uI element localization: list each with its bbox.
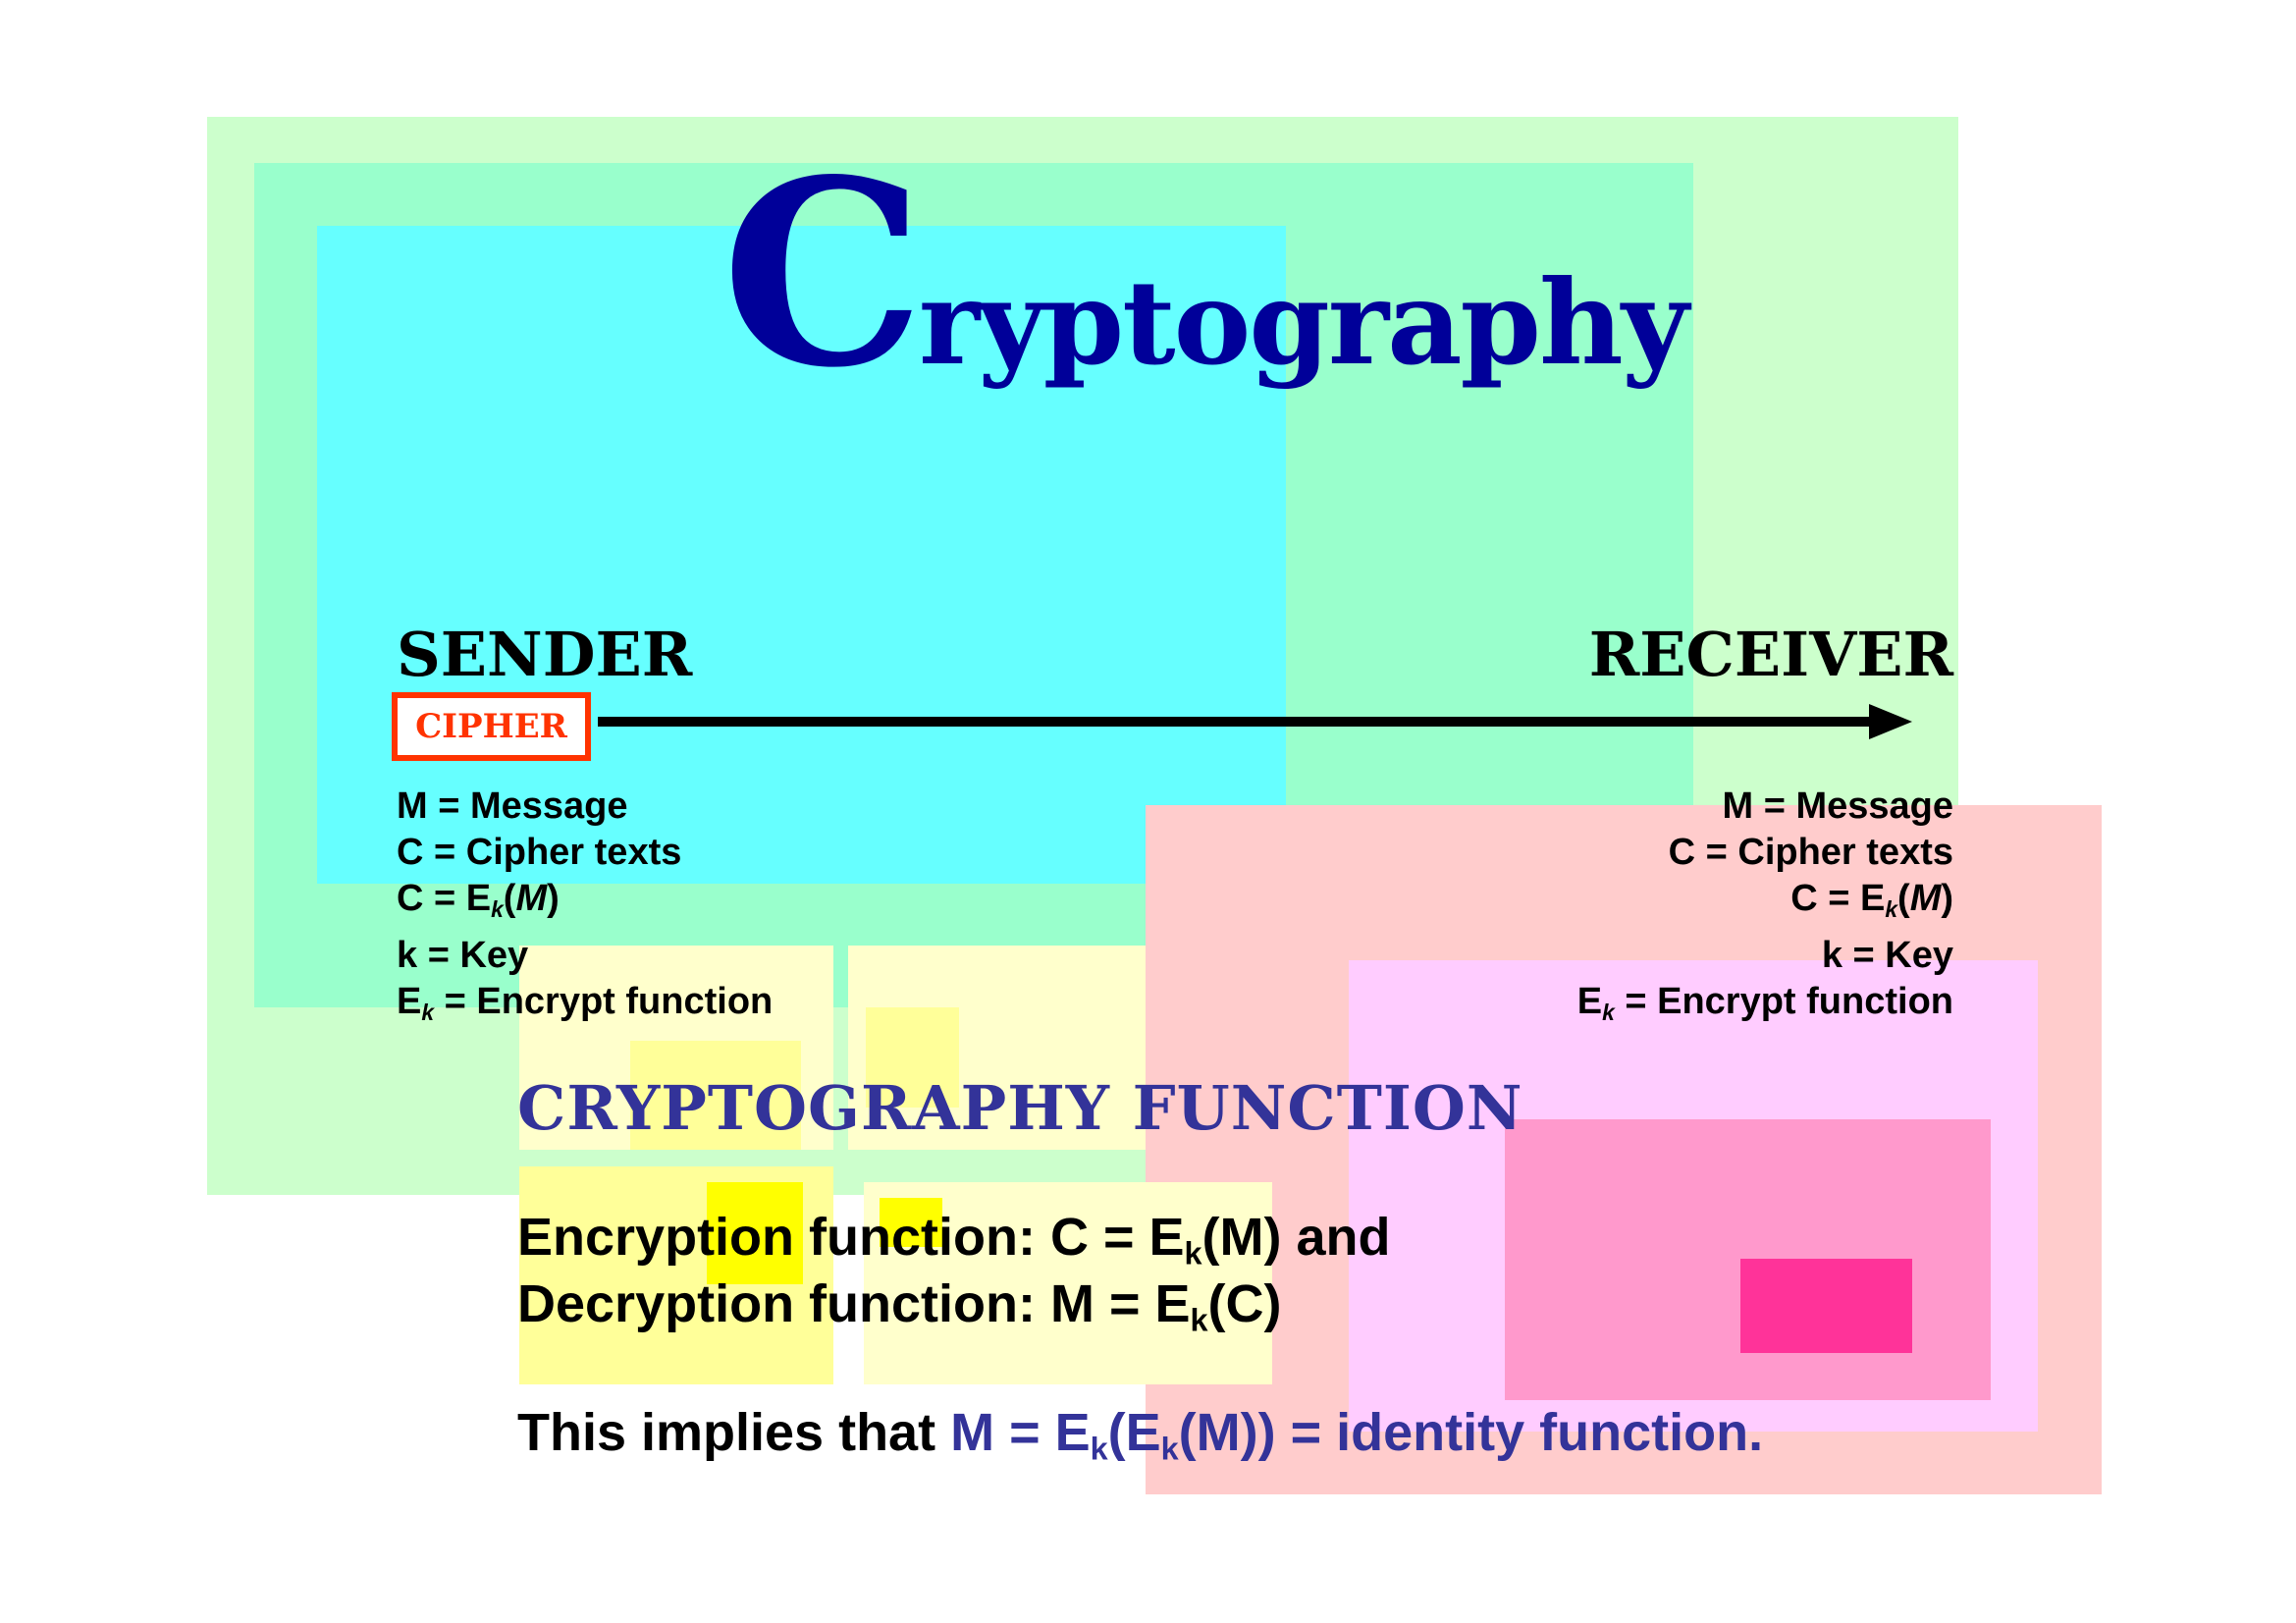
identity-statement: This implies that M = Ek(Ek(M)) = identi… [517,1406,1763,1465]
def-cipher-texts: C = Cipher texts [1668,832,1953,873]
cipher-box: CIPHER [392,692,591,761]
identity-lead: This implies that [517,1403,951,1462]
def-encrypt-function: Ek = Encrypt function [397,980,774,1025]
def-key: k = Key [397,934,529,976]
def-cipher-equation: C = Ek(M) [1790,878,1953,922]
section-title: CRYPTOGRAPHY FUNCTION [517,1072,1523,1144]
bg-cyan-panel [317,226,1286,884]
receiver-label: RECEIVER [1588,619,1953,690]
page-title: Cryptography [721,147,1688,403]
arrow-right-icon [1869,704,1912,739]
decryption-function-line: Decryption function: M = Ek(C) [517,1274,1282,1338]
sender-label: SENDER [397,619,693,690]
encryption-function-line: Encryption function: C = Ek(M) and [517,1208,1391,1271]
bg-light-yellow-2 [866,1007,959,1108]
cipher-label: CIPHER [415,707,567,746]
title-initial: C [721,125,925,424]
def-cipher-equation: C = Ek(M) [397,878,560,922]
def-message: M = Message [1722,785,1954,827]
bg-yellow-3 [707,1182,803,1284]
title-rest: ryptography [918,254,1688,391]
transmission-arrow-line [598,717,1874,727]
receiver-definitions: M = Message C = Cipher texts C = Ek(M) k… [1577,784,1953,1036]
identity-formula: M = Ek(Ek(M)) = identity function. [950,1403,1764,1467]
def-cipher-texts: C = Cipher texts [397,832,682,873]
def-encrypt-function: Ek = Encrypt function [1576,980,1953,1025]
bg-hot-pink-panel [1740,1259,1912,1353]
def-key: k = Key [1821,934,1953,976]
bg-yellow-4 [880,1198,942,1247]
sender-definitions: M = Message C = Cipher texts C = Ek(M) k… [397,784,773,1036]
def-message: M = Message [397,785,628,827]
bg-light-yellow-1 [630,1041,801,1150]
